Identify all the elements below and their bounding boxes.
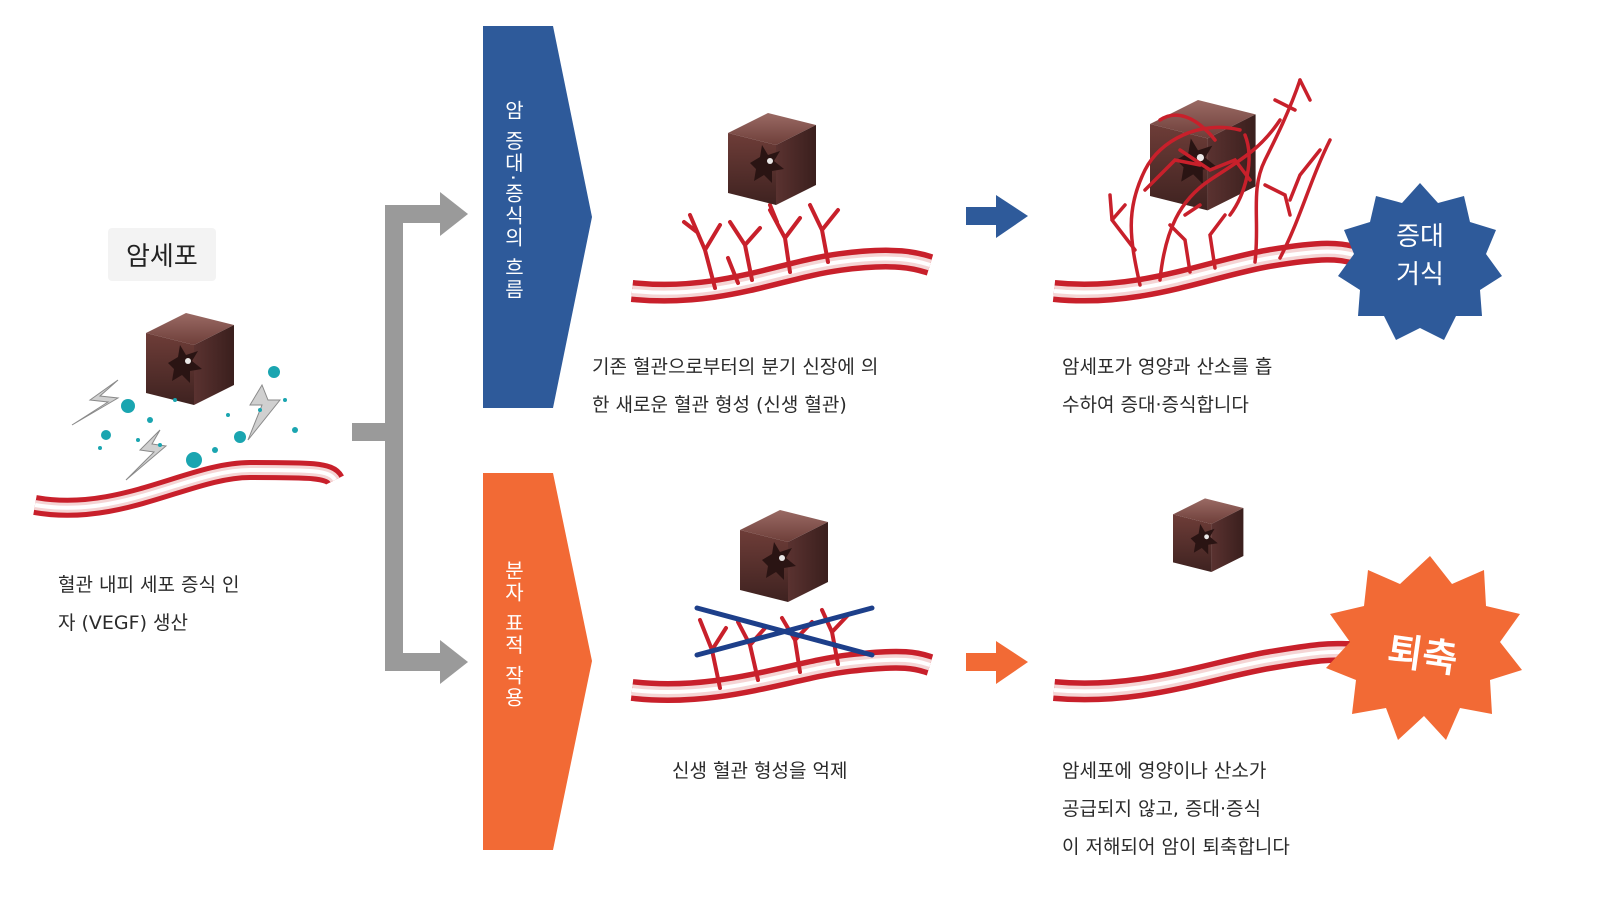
blood-vessel-icon bbox=[1052, 240, 1358, 304]
branch-arrows bbox=[352, 192, 468, 684]
blood-vessel-icon bbox=[630, 608, 934, 703]
top-badge-label: 증대 거식 bbox=[1396, 222, 1444, 290]
vessel-network bbox=[1108, 78, 1332, 287]
cancer-cell-icon bbox=[1173, 498, 1244, 572]
left-caption: 혈관 내피 세포 증식 인 자 (VEGF) 생산 bbox=[58, 574, 240, 634]
top-step1-caption: 기존 혈관으로부터의 분기 신장에 의 한 새로운 혈관 형성 (신생 혈관) bbox=[592, 356, 879, 416]
cross-icon bbox=[694, 605, 875, 658]
blue-arrow bbox=[966, 195, 1028, 238]
cancer-cell-icon bbox=[740, 510, 828, 602]
lightning-icon bbox=[71, 379, 282, 481]
blood-vessel-icon bbox=[1052, 640, 1351, 703]
vegf-particle-icon bbox=[98, 366, 298, 468]
top-banner-label: 암 증대·증식의 흐름 bbox=[501, 100, 525, 302]
blood-vessel-icon bbox=[630, 203, 934, 304]
cancer-cell-icon bbox=[728, 113, 816, 205]
bottom-banner-shape bbox=[483, 473, 592, 850]
top-banner-shape bbox=[483, 26, 592, 408]
bottom-banner-label: 분자 표적 작용 bbox=[501, 560, 525, 709]
starburst-badge-icon bbox=[1338, 183, 1502, 340]
left-vessel bbox=[33, 459, 344, 518]
bottom-step1-caption: 신생 혈관 형성을 억제 bbox=[672, 760, 848, 782]
cancer-cell-icon bbox=[146, 313, 234, 405]
orange-arrow bbox=[966, 641, 1028, 684]
starburst-badge-icon bbox=[1326, 556, 1522, 740]
bottom-step2-caption: 암세포에 영양이나 산소가 공급되지 않고, 증대·증식 이 저해되어 암이 퇴… bbox=[1062, 760, 1290, 858]
top-step2-caption: 암세포가 영양과 산소를 흡 수하여 증대·증식합니다 bbox=[1062, 356, 1273, 416]
cancer-cell-title: 암세포 bbox=[108, 228, 216, 281]
